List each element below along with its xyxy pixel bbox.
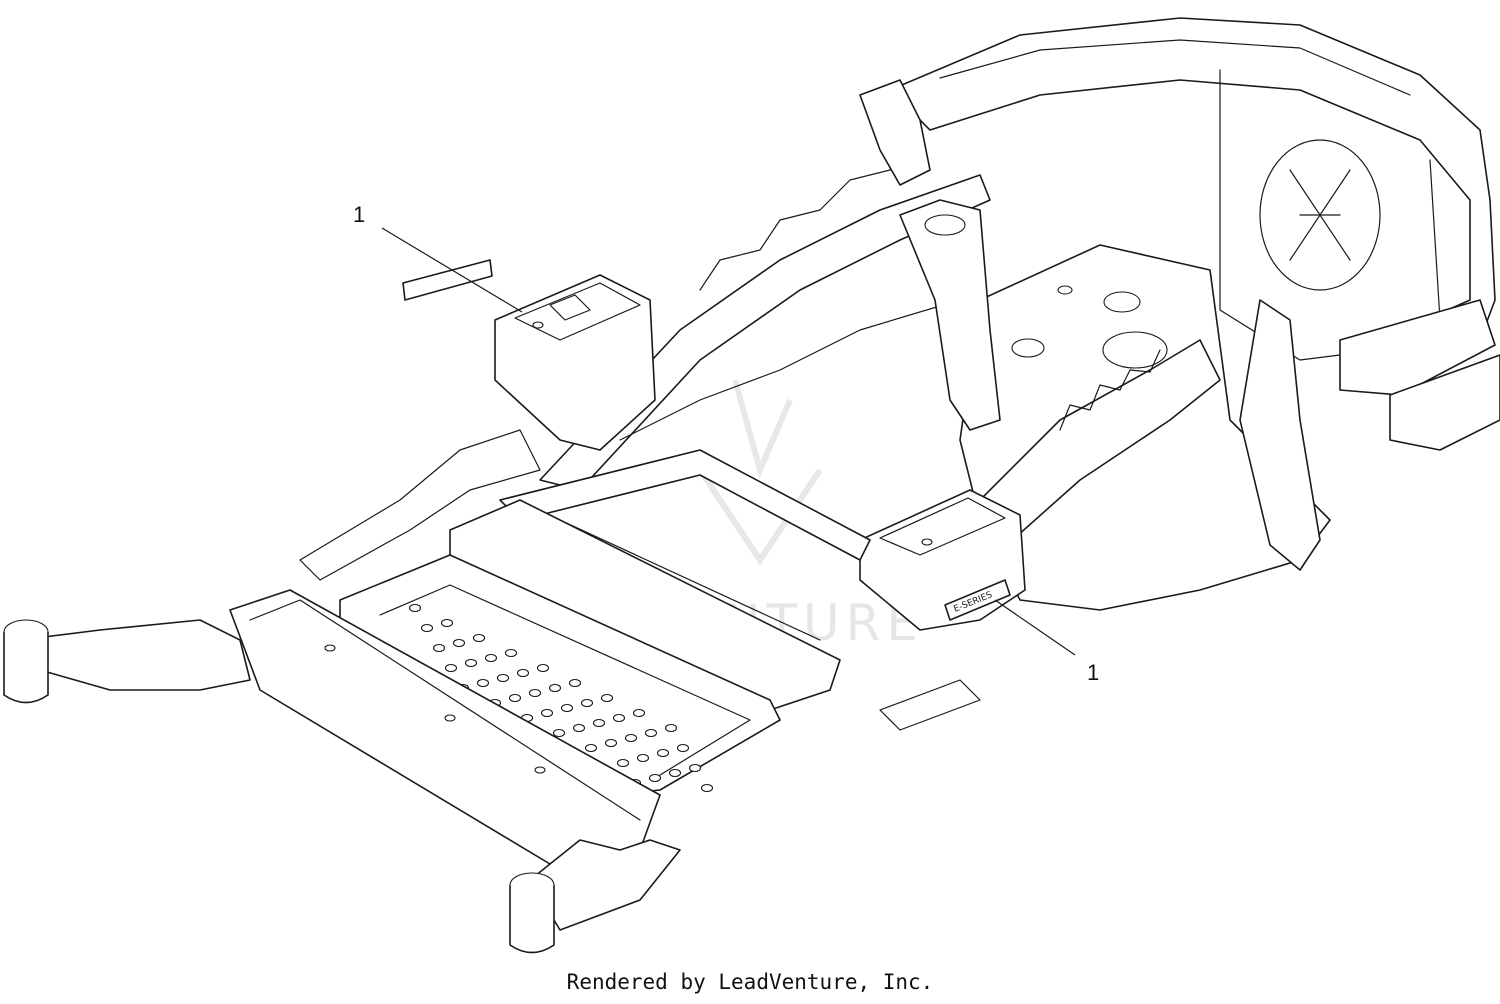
footplate-dimple [540, 708, 554, 718]
footplate-dimple [592, 718, 606, 728]
caster-arm-left [3, 619, 251, 704]
footplate-dimple [484, 653, 498, 663]
render-credit: Rendered by LeadVenture, Inc. [566, 970, 934, 994]
decal-part [402, 259, 493, 301]
footplate-dimple [420, 623, 434, 633]
right-side-rail [959, 299, 1321, 571]
leader-line [381, 227, 523, 313]
footplate-dimple [504, 648, 518, 658]
callout-number: 1 [1087, 660, 1099, 685]
footplate-dimple [552, 728, 566, 738]
footplate-dimple [528, 688, 542, 698]
footplate-dimple [548, 683, 562, 693]
footplate-dimple [432, 643, 446, 653]
footplate-dimple [408, 603, 422, 613]
footplate-dimple [496, 673, 510, 683]
footplate-dimple [584, 743, 598, 753]
footplate-dimple [632, 708, 646, 718]
rear-plate [1259, 139, 1381, 291]
callout-number: 1 [353, 202, 365, 227]
right-control-housing: E-SERIES [859, 489, 1026, 631]
footplate-dimple [452, 638, 466, 648]
footplate-dimple [668, 768, 682, 778]
callout-1-upper: 1 [353, 202, 523, 313]
footplate-dimple [472, 633, 486, 643]
left-control-housing [494, 274, 656, 451]
footplate-dimple [664, 723, 678, 733]
footplate-dimple [516, 668, 530, 678]
footplate-dimple [580, 698, 594, 708]
footplate-dimple [688, 763, 702, 773]
footplate-dimple [508, 693, 522, 703]
footplate-dimple [624, 733, 638, 743]
rear-frame-hoop [889, 17, 1500, 451]
front-left-brackets [299, 429, 981, 731]
footplate-dimple [464, 658, 478, 668]
footplate-dimple [476, 678, 490, 688]
leader-line [994, 599, 1076, 656]
footplate-dimple [656, 748, 670, 758]
steering-post [899, 199, 1001, 431]
footplate-dimple [560, 703, 574, 713]
footplate-dimple [612, 713, 626, 723]
caster-arm-right [509, 839, 681, 954]
footplate-dimple [636, 753, 650, 763]
left-side-rail [539, 79, 991, 491]
footplate-dimple [536, 663, 550, 673]
callout-1-lower: 1 [994, 599, 1099, 685]
footplate-dimple [700, 783, 714, 793]
footplate-dimple [600, 693, 614, 703]
footplate-dimple [604, 738, 618, 748]
footplate-dimple [568, 678, 582, 688]
footplate-dimple [444, 663, 458, 673]
footplate-dimple [440, 618, 454, 628]
footplate-dimple [644, 728, 658, 738]
footplate-dimple [572, 723, 586, 733]
footplate-dimple [676, 743, 690, 753]
cross-members [449, 449, 871, 711]
footplate-dimple [616, 758, 630, 768]
footplate-dimple [648, 773, 662, 783]
